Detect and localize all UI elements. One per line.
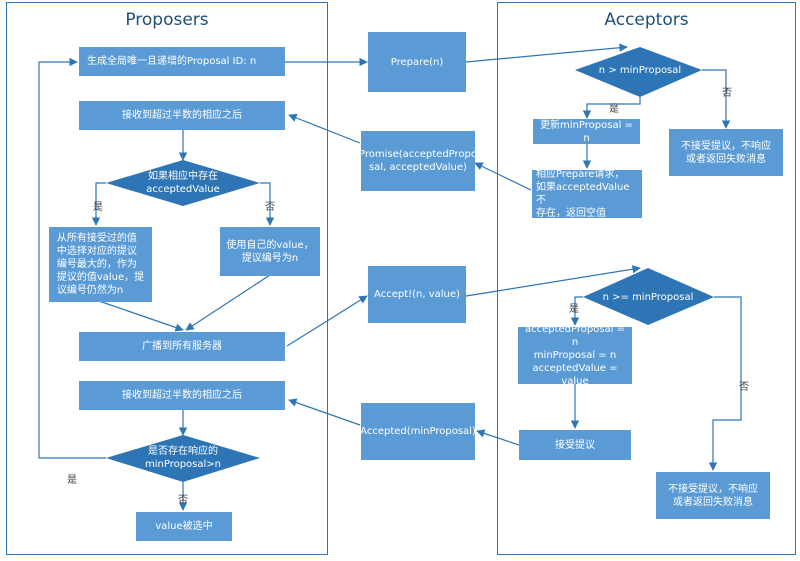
proposers-title: Proposers xyxy=(125,10,209,30)
value-chosen-box: value被选中 xyxy=(136,512,232,541)
recv-majority-box-2: 接收到超过半数的相应之后 xyxy=(79,381,285,410)
cond-accept-text: n >= minProposal xyxy=(602,291,694,303)
accept-message-box: Accept!(n, value) xyxy=(368,266,466,323)
acceptor-yes-label-2: 是 xyxy=(569,304,579,315)
use-accepted-value-box: 从所有接受过的值 中选择对应的提议 编号最大的，作为 提议的值value，提 议… xyxy=(49,227,152,302)
diamond-min-proposal-check xyxy=(106,435,260,482)
acceptor-no-label-2: 否 xyxy=(739,382,749,393)
reject-accept-box: 不接受提议，不响应 或者返回失败消息 xyxy=(656,472,770,519)
cond-has-accepted-value-text: 如果相应中存在 acceptedValue xyxy=(146,171,220,195)
prepare-message-box: Prepare(n) xyxy=(368,32,466,92)
yes-label-2: 是 xyxy=(67,475,77,486)
recv-majority-box-1: 接收到超过半数的相应之后 xyxy=(79,101,285,130)
set-accepted-values-box: acceptedProposal = n minProposal = n acc… xyxy=(518,324,632,387)
broadcast-box: 广播到所有服务器 xyxy=(79,332,285,361)
cond-prepare-text: n > minProposal xyxy=(598,64,682,76)
no-label-2: 否 xyxy=(178,495,188,506)
yes-label-1: 是 xyxy=(93,202,103,213)
reply-prepare-box: 相应Prepare请求， 如果acceptedValue不 存在，返回空值 xyxy=(532,169,642,219)
acceptor-yes-label-1: 是 xyxy=(609,104,619,115)
diamond-has-accepted-value xyxy=(106,160,260,206)
acceptors-title: Acceptors xyxy=(604,10,689,30)
update-min-proposal-box: 更新minProposal = n xyxy=(533,119,640,144)
accepted-message-box: Accepted(minProposal) xyxy=(360,403,476,460)
reject-prepare-box: 不接受提议，不响应 或者返回失败消息 xyxy=(669,129,783,176)
gen-proposal-id-box: 生成全局唯一且递增的Proposal ID: n xyxy=(79,47,285,76)
acceptor-no-label-1: 否 xyxy=(722,88,732,99)
cond-min-proposal-text: 是否存在响应的 minProposal>n xyxy=(144,446,222,470)
no-label-1: 否 xyxy=(265,202,275,213)
diamond-accept-check xyxy=(583,268,714,325)
diamond-prepare-check xyxy=(575,47,702,97)
accept-proposal-box: 接受提议 xyxy=(519,430,631,460)
promise-message-box: Promise(acceptedPropo sal, acceptedValue… xyxy=(359,131,477,191)
use-own-value-box: 使用自己的value， 提议编号为n xyxy=(220,227,320,276)
